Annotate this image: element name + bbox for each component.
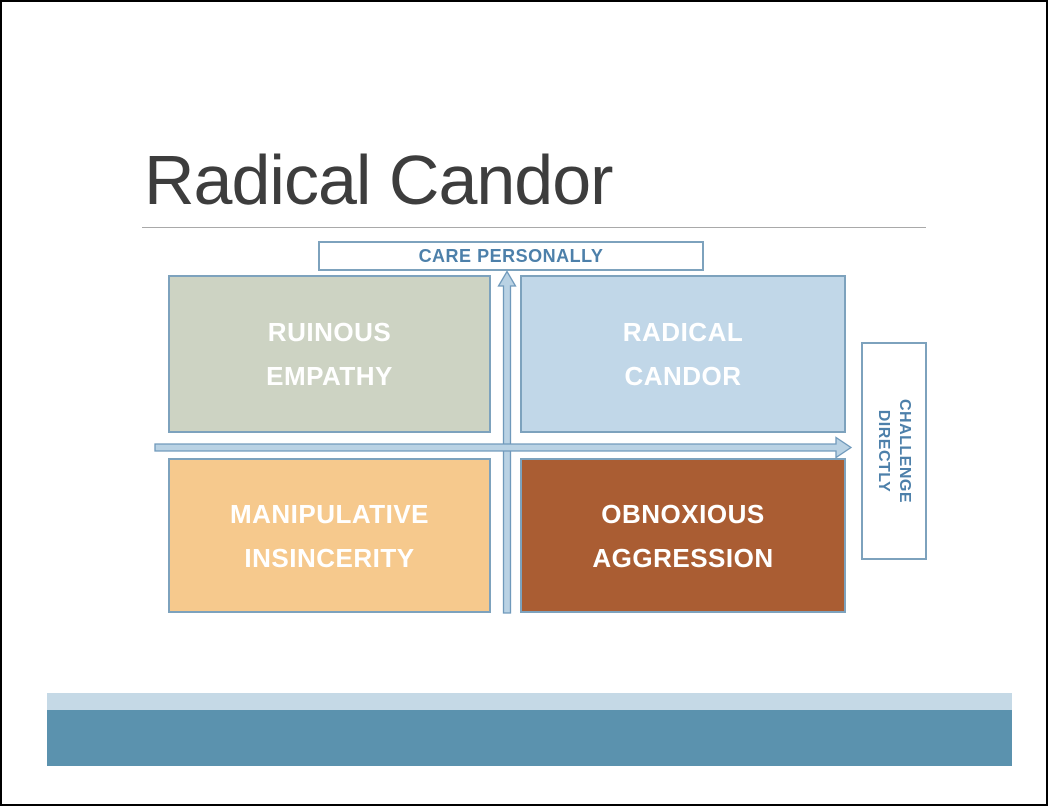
challenge-directly-line2: DIRECTLY [875,409,892,493]
quadrant-radical-candor: RADICAL CANDOR [520,275,846,433]
quadrant-radical-candor-line2: CANDOR [624,361,742,391]
care-personally-axis-label: CARE PERSONALLY [318,241,704,271]
quadrant-radical-candor-line1: RADICAL [622,317,744,347]
quadrant-obnoxious-aggression-line1: OBNOXIOUS [601,498,765,529]
challenge-directly-axis-text: CHALLENGE DIRECTLY [873,399,915,503]
quadrant-manipulative-insincerity: MANIPULATIVE INSINCERITY [168,458,491,613]
challenge-directly-axis-label: CHALLENGE DIRECTLY [861,342,927,560]
slide-title: Radical Candor [144,141,613,219]
quadrant-manipulative-insincerity-line1: MANIPULATIVE [229,498,430,529]
quadrant-obnoxious-aggression: OBNOXIOUS AGGRESSION [520,458,846,613]
title-divider-line [142,227,926,228]
quadrant-obnoxious-aggression-line2: AGGRESSION [592,542,774,573]
quadrant-ruinous-empathy: RUINOUS EMPATHY [168,275,491,433]
footer-accent-bar-dark [47,710,1012,766]
footer-accent-bar-light [47,693,1012,710]
challenge-directly-line1: CHALLENGE [896,398,913,504]
quadrant-ruinous-empathy-line1: RUINOUS [267,317,392,347]
quadrant-ruinous-empathy-line2: EMPATHY [266,361,393,391]
care-personally-axis-text: CARE PERSONALLY [418,245,604,266]
quadrant-manipulative-insincerity-line2: INSINCERITY [244,542,415,573]
